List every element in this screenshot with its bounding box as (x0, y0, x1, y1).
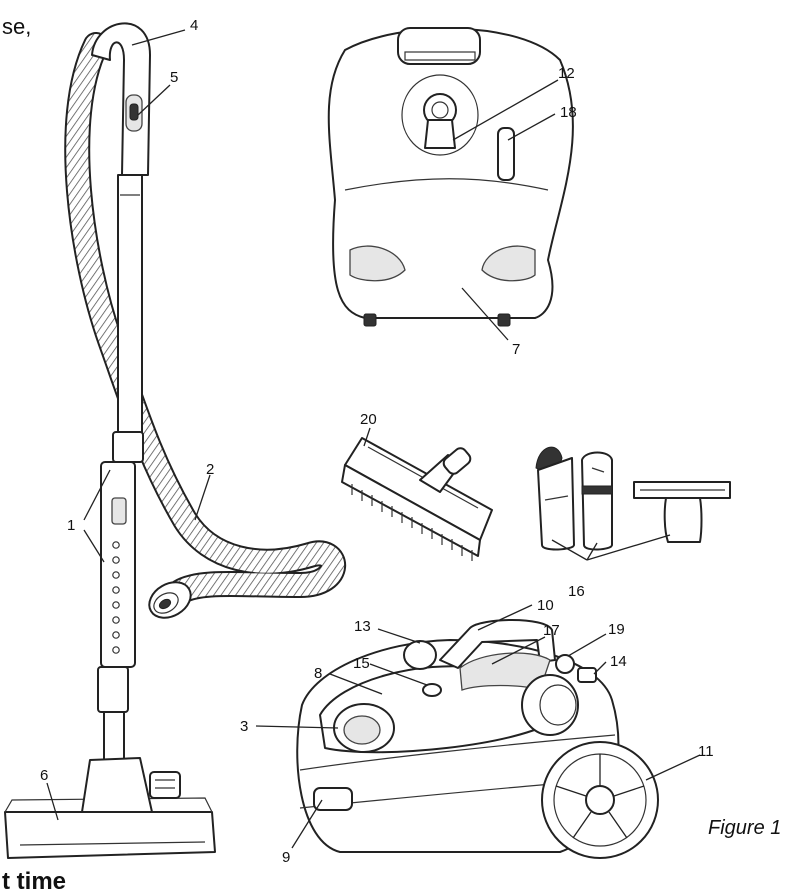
label-11: 11 (698, 743, 714, 760)
label-13: 13 (354, 618, 371, 635)
label-3: 3 (240, 718, 248, 735)
brush-bristles (351, 484, 473, 561)
label-1: 1 (67, 517, 75, 534)
label-7: 7 (512, 341, 520, 358)
cleaner-body (296, 619, 659, 859)
callout-labels: 1 2 3 4 5 6 7 8 9 10 11 12 13 14 15 16 1… (40, 17, 714, 866)
power-switch (577, 667, 597, 683)
hose (64, 32, 347, 605)
rear-wheel (541, 741, 659, 859)
carry-handle (439, 619, 556, 669)
bag-full-indicator (422, 683, 442, 697)
label-14: 14 (610, 653, 627, 670)
label-5: 5 (170, 69, 178, 86)
cord-rewind-pedal (333, 703, 395, 753)
hose-handle (91, 22, 151, 176)
label-16: 16 (568, 583, 585, 600)
crevice-nozzle-tool (581, 451, 613, 551)
cleaner-rear-view (327, 27, 574, 327)
label-9: 9 (282, 849, 290, 866)
upholstery-nozzle-tool (633, 481, 731, 543)
page-text-fragment-bottom: t time (2, 868, 66, 892)
page-text-fragment-top: se, (2, 14, 31, 39)
label-4: 4 (190, 17, 198, 34)
label-12: 12 (558, 65, 575, 82)
parquet-brush (341, 437, 493, 561)
cord-rewind-button (403, 640, 437, 670)
label-18: 18 (560, 104, 577, 121)
telescopic-tube (97, 174, 144, 763)
label-2: 2 (206, 461, 214, 478)
dusting-brush-tool (535, 446, 575, 551)
hose-inlet (521, 674, 579, 736)
figure-caption: Figure 1 (708, 817, 781, 839)
label-19: 19 (608, 621, 625, 638)
label-20: 20 (360, 411, 377, 428)
suction-control-slider (125, 94, 143, 132)
label-8: 8 (314, 665, 322, 682)
tube-adjust-holes (112, 541, 120, 654)
label-15: 15 (353, 655, 370, 672)
callout-leaders (46, 29, 701, 849)
hose-connector (148, 581, 192, 619)
power-regulator (555, 654, 575, 674)
front-handle-grip (313, 787, 353, 811)
label-17: 17 (543, 622, 560, 639)
floor-nozzle (4, 757, 216, 859)
label-6: 6 (40, 767, 48, 784)
label-10: 10 (537, 597, 554, 614)
